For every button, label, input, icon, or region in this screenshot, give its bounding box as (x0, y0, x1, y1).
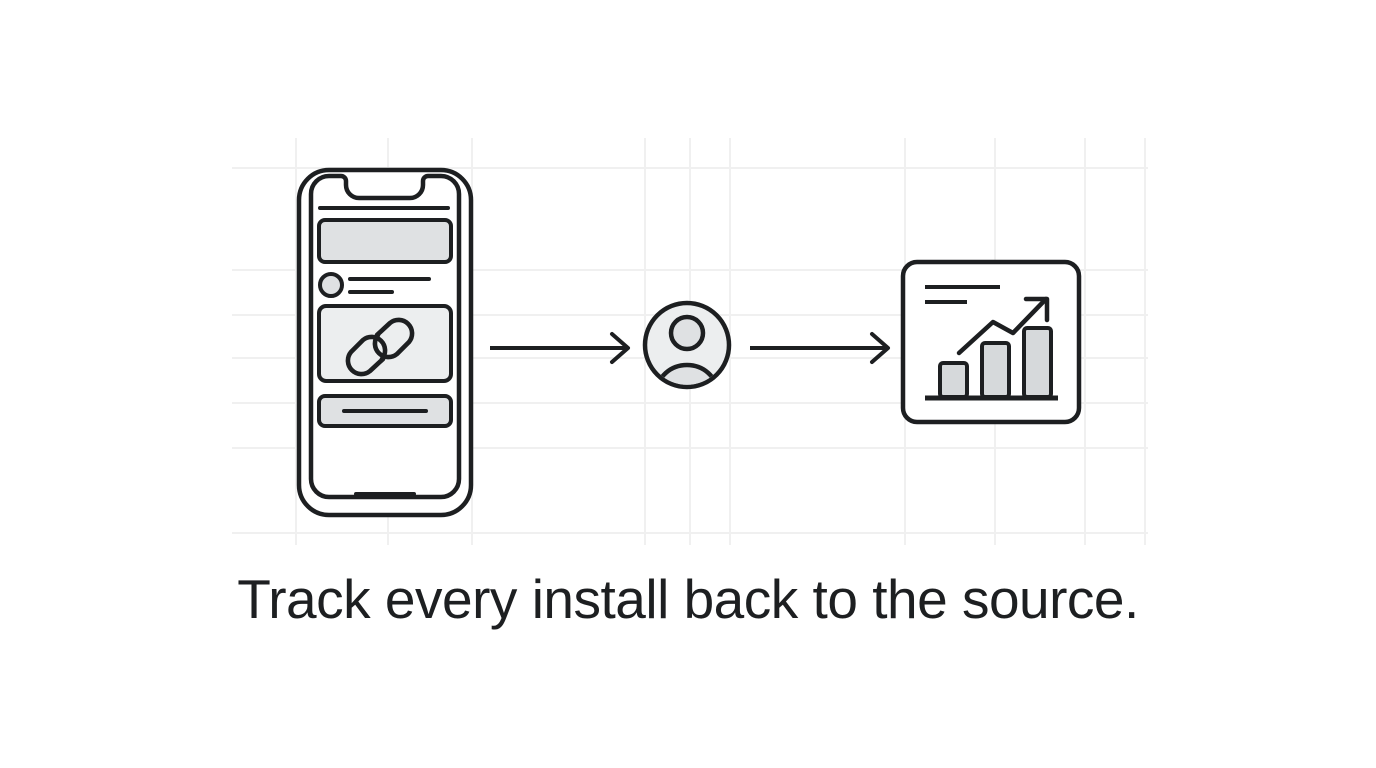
page-title: Track every install back to the source. (237, 568, 1139, 630)
smartphone-icon[interactable] (296, 167, 474, 518)
arrow-2-head (870, 332, 890, 364)
phone-hero-block (317, 218, 453, 264)
analytics-bar-2 (980, 341, 1011, 399)
user-avatar-icon[interactable] (642, 300, 732, 410)
analytics-trend-line (956, 296, 1049, 356)
arrow-1-head (610, 332, 630, 364)
arrow-right-icon (750, 332, 890, 364)
analytics-trend-arrowhead (1023, 296, 1050, 323)
phone-avatar-dot (318, 272, 344, 298)
arrow-right-icon (490, 332, 630, 364)
avatar-head (668, 314, 706, 352)
analytics-bar-1 (938, 361, 969, 399)
link-icon (345, 317, 415, 377)
analytics-chart-icon[interactable] (900, 259, 1082, 425)
analytics-bar-3 (1022, 326, 1053, 399)
